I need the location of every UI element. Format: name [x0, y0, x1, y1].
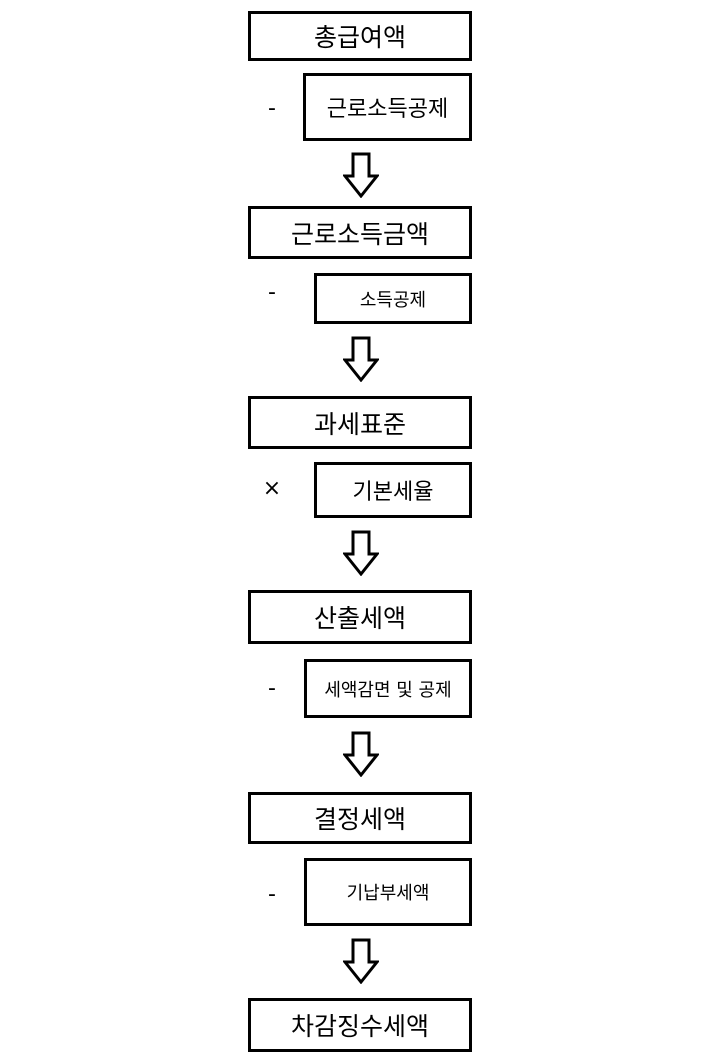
operator-minus: -: [268, 96, 276, 121]
deduction-box-income-deduction: 소득공제: [314, 273, 472, 324]
step-box-determined-tax: 결정세액: [248, 792, 472, 844]
down-arrow-icon: [343, 530, 379, 576]
step-box-tax-base: 과세표준: [248, 396, 472, 449]
deduction-box-prepaid-tax: 기납부세액: [304, 858, 472, 926]
step-label: 산출세액: [313, 604, 406, 633]
step-label: 총급여액: [313, 23, 406, 52]
step-label: 근로소득금액: [290, 219, 429, 249]
down-arrow-icon: [343, 336, 379, 382]
step-box-earned-income-amount: 근로소득금액: [248, 206, 472, 259]
down-arrow-icon: [343, 938, 379, 984]
operator-minus: -: [268, 676, 276, 701]
operator-multiply: ×: [262, 476, 282, 501]
deduction-box-tax-reduction-and-credit: 세액감면 및 공제: [304, 659, 472, 718]
deduction-label: 기납부세액: [346, 883, 430, 904]
deduction-label: 세액감면 및 공제: [324, 679, 452, 701]
operator-minus: -: [268, 280, 276, 305]
deduction-label: 소득공제: [359, 289, 427, 311]
step-label: 차감징수세액: [290, 1012, 429, 1041]
deduction-box-earned-income-deduction: 근로소득공제: [303, 73, 472, 141]
deduction-label: 기본세율: [352, 480, 434, 505]
step-label: 결정세액: [313, 805, 406, 834]
deduction-label: 근로소득공제: [326, 97, 449, 122]
step-box-net-tax-collected: 차감징수세액: [248, 998, 472, 1052]
step-label: 과세표준: [313, 409, 406, 439]
step-box-gross-salary: 총급여액: [248, 11, 472, 61]
down-arrow-icon: [343, 731, 379, 777]
deduction-box-basic-tax-rate: 기본세율: [314, 462, 472, 518]
step-box-calculated-tax: 산출세액: [248, 590, 472, 644]
down-arrow-icon: [343, 152, 379, 198]
operator-minus: -: [268, 882, 276, 907]
